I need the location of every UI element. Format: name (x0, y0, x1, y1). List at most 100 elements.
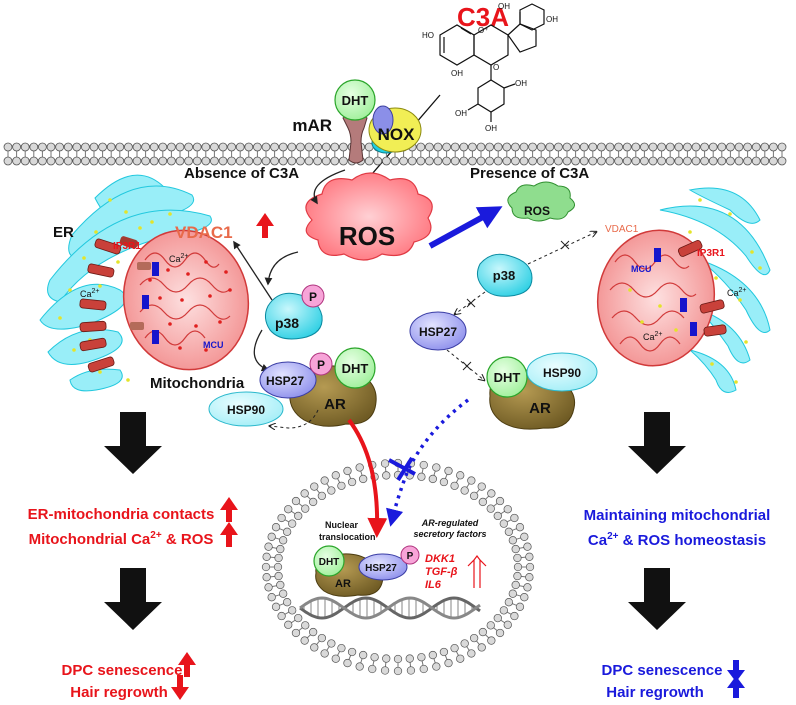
lipid-head (734, 156, 744, 166)
lipid-head (597, 142, 606, 152)
lipid-head (691, 142, 701, 152)
lipid-head (493, 142, 503, 152)
lipid-head (12, 156, 22, 166)
ca-dot (674, 328, 678, 332)
lipid-head (262, 573, 271, 582)
right-ip3r1-label: IP3R1 (697, 248, 725, 259)
lipid-head (355, 463, 364, 472)
lipid-head (648, 142, 658, 152)
lipid-head (63, 142, 73, 152)
lipid-head (284, 505, 293, 514)
right-mcu-channel (680, 298, 687, 312)
lipid-head (327, 639, 336, 648)
plasma-membrane (3, 142, 787, 166)
lipid-head (717, 156, 727, 166)
lipid-head (528, 156, 537, 166)
lipid-head (288, 519, 297, 528)
lipid-head (330, 142, 340, 152)
lipid-head (317, 633, 327, 643)
ca-dot (750, 250, 754, 254)
dht-right-circle (486, 356, 528, 398)
lipid-head (227, 142, 237, 152)
ca-dot (178, 346, 182, 350)
lipid-head (523, 542, 532, 551)
left-ip3r1-label: IP3R1 (113, 241, 141, 252)
lipid-head (433, 142, 443, 152)
lipid-head (271, 523, 281, 532)
lipid-head (235, 142, 245, 152)
lipid-head (267, 532, 276, 541)
nucleus-phospho-circle (400, 545, 420, 565)
lipid-head (294, 511, 303, 521)
lipid-head (72, 156, 82, 166)
p38-right-shape (476, 253, 533, 297)
lipid-head (493, 511, 502, 521)
lipid-head (525, 562, 535, 572)
lipid-head (536, 142, 546, 152)
ca-dot (168, 322, 172, 326)
lipid-head (300, 489, 309, 498)
lipid-head (287, 156, 297, 166)
left-ca-label-2: Ca2+ (80, 288, 100, 299)
lipid-head (310, 643, 319, 652)
lipid-head (390, 156, 400, 166)
lipid-head (158, 142, 168, 152)
left-vdac1-label: VDAC1 (175, 223, 233, 242)
lipid-head (432, 463, 441, 472)
lipid-head (295, 142, 305, 152)
lipid-head (456, 654, 465, 663)
lipid-head (327, 486, 336, 495)
lipid-head (460, 639, 469, 648)
lipid-head (301, 621, 310, 630)
right-ca-label-1: Ca2+ (727, 287, 747, 298)
lipid-head (252, 156, 262, 166)
lipid-head (708, 156, 718, 166)
right-outcome-line1: Maintaining mitochondrial (584, 507, 771, 524)
lipid-head (338, 142, 348, 152)
lipid-head (115, 156, 125, 166)
lipid-head (282, 598, 292, 607)
p38-right-label: p38 (493, 268, 515, 283)
lipid-head (579, 156, 589, 166)
lipid-head (428, 474, 437, 484)
lipid-head (274, 553, 283, 563)
lipid-head (700, 142, 709, 152)
left-mcu-channel (152, 262, 159, 276)
lipid-head (46, 142, 56, 152)
lipid-head (525, 552, 534, 561)
ca-dot (82, 256, 86, 260)
lipid-head (270, 142, 280, 152)
lipid-head (106, 156, 116, 166)
lipid-head (486, 504, 495, 513)
lipid-head (476, 142, 486, 152)
lipid-head (469, 633, 479, 643)
lipid-head (503, 505, 512, 514)
lipid-head (158, 156, 168, 166)
left-outcome-up-arrow-1 (220, 497, 238, 522)
ca-dot (744, 340, 748, 344)
lipid-head (614, 156, 623, 166)
oh-label: OH (546, 15, 558, 24)
lipid-head (406, 666, 416, 675)
lipid-head (631, 156, 641, 166)
factor-il6: IL6 (425, 579, 442, 591)
lipid-head (279, 536, 288, 545)
lipid-head (513, 562, 523, 572)
p38-to-hsp27-arrow (253, 329, 270, 372)
lipid-head (511, 580, 520, 590)
lipid-head (368, 664, 377, 674)
lipid-head (665, 156, 675, 166)
lipid-head (244, 142, 254, 152)
lipid-head (467, 142, 477, 152)
dht-complex-circle (334, 347, 376, 389)
nucleus-dht-label: DHT (319, 557, 340, 568)
lipid-head (38, 142, 47, 152)
lipid-head (282, 527, 292, 536)
oh-label: OH (455, 109, 467, 118)
lipid-head (597, 156, 606, 166)
lipid-head (382, 471, 391, 480)
lipid-head (287, 142, 297, 152)
secretory-label-1: AR-regulated (421, 518, 479, 528)
lipid-head (416, 156, 426, 166)
p38-to-hsp27-blocked (455, 291, 486, 314)
